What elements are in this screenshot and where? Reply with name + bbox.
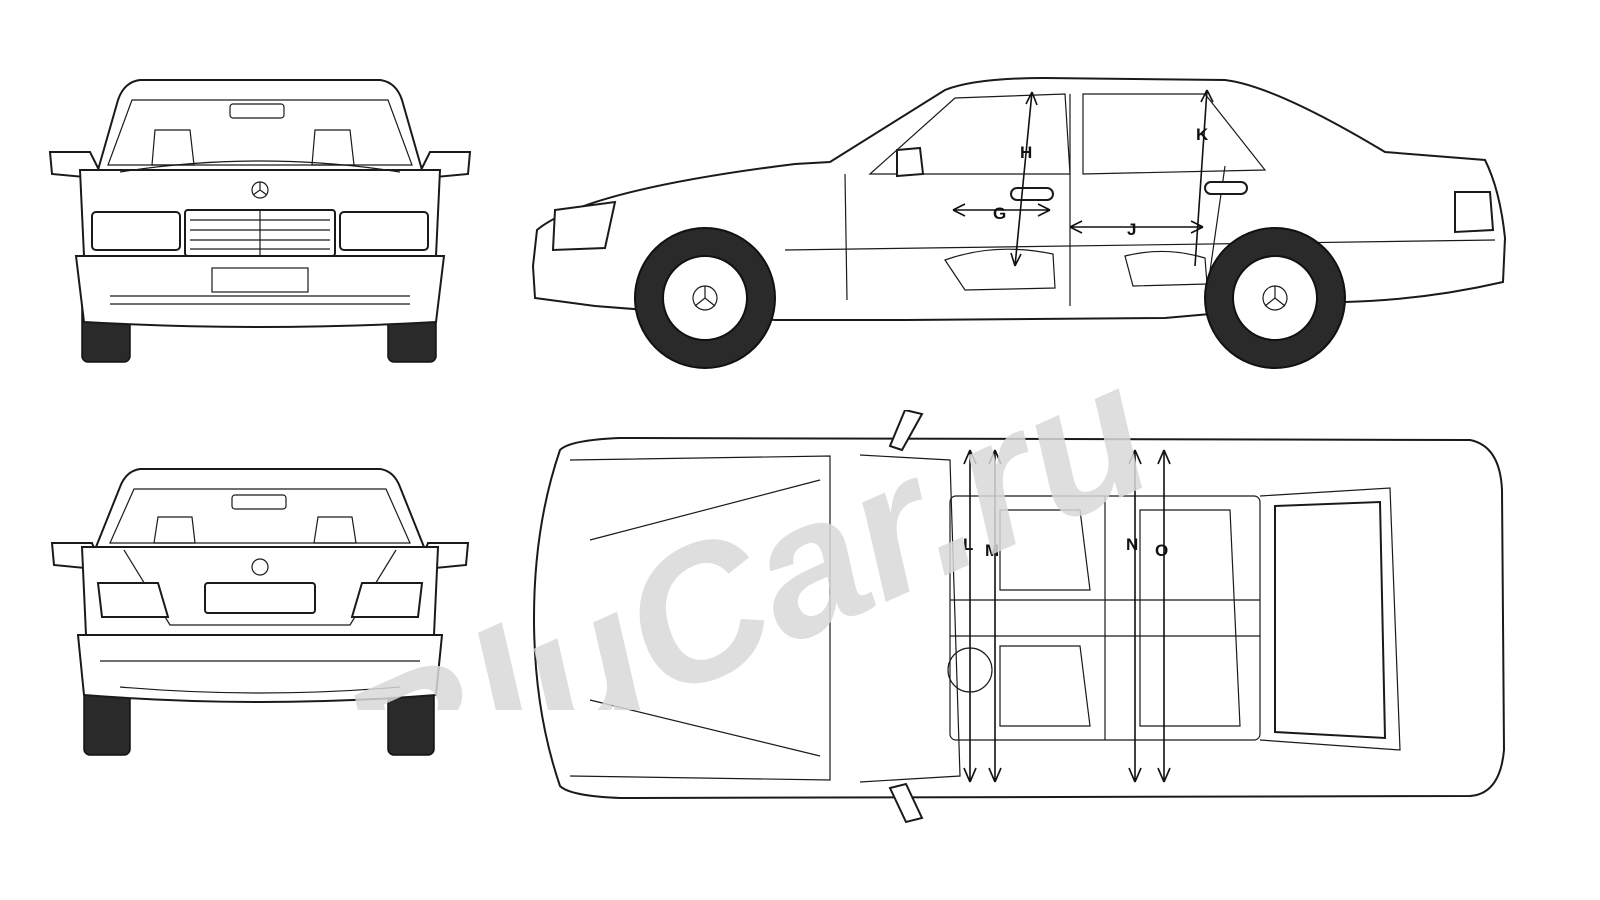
grille-bars xyxy=(190,210,330,256)
hood-creases xyxy=(589,479,821,757)
rear-view-mirror xyxy=(229,103,285,119)
rear-view xyxy=(40,455,480,765)
side-headlamp xyxy=(551,200,617,252)
dimension-label-k: K xyxy=(1196,125,1209,144)
dimension-g-arrow xyxy=(952,203,1051,217)
width-dimension-lines xyxy=(969,450,1165,782)
rear-bumper-lines xyxy=(100,660,420,694)
seat-grid xyxy=(950,496,1260,740)
front-hub-spokes xyxy=(694,286,716,307)
side-view: H G J K xyxy=(525,70,1525,370)
top-view: L M N O xyxy=(530,410,1530,830)
front-door-openings xyxy=(859,454,961,783)
hood-outline xyxy=(569,455,831,781)
side-tail-lamp xyxy=(1454,191,1495,234)
top-view-drawing: L M N O xyxy=(532,410,1506,824)
trunk-opening xyxy=(1259,487,1401,751)
open-front-door-right xyxy=(888,782,924,824)
front-door-window xyxy=(868,93,1071,175)
third-brake-light xyxy=(231,494,287,510)
front-seats xyxy=(999,509,1091,727)
dimension-label-l: L xyxy=(963,535,973,554)
width-arrow-heads-top xyxy=(963,449,1171,465)
open-front-door-left xyxy=(888,410,924,452)
dimension-label-g: G xyxy=(993,204,1006,223)
trunk-floor xyxy=(1274,500,1387,740)
windshield xyxy=(107,99,413,166)
width-arrow-heads-bottom xyxy=(963,767,1171,783)
rear-window xyxy=(109,488,411,544)
dimension-label-m: M xyxy=(985,541,999,560)
license-plate xyxy=(211,267,309,293)
front-view-drawing xyxy=(48,79,472,363)
top-body xyxy=(532,436,1506,800)
dimension-label-h: H xyxy=(1020,143,1032,162)
rear-seat-cushion xyxy=(1124,250,1208,287)
left-headlamp xyxy=(91,211,181,251)
dimension-k-arrow xyxy=(1194,89,1214,267)
dimension-label-n: N xyxy=(1126,535,1138,554)
rear-license-plate xyxy=(204,582,316,614)
front-door-handle xyxy=(1010,187,1054,201)
rear-bumper xyxy=(76,634,444,703)
hood-line xyxy=(119,160,401,173)
side-mirror xyxy=(896,146,925,178)
rear-view-drawing xyxy=(50,468,470,756)
front-seat-headrests xyxy=(151,129,355,166)
dimension-j-arrow xyxy=(1069,220,1204,234)
right-tail-lamp xyxy=(350,582,424,618)
rear-door-window xyxy=(1082,93,1267,175)
rear-bench xyxy=(1139,509,1241,727)
dimension-label-j: J xyxy=(1127,220,1136,239)
rear-star-emblem-icon xyxy=(251,558,269,576)
rear-hub-spokes xyxy=(1264,286,1286,307)
dimension-h-arrow xyxy=(1010,91,1038,267)
dimension-label-o: O xyxy=(1155,541,1168,560)
right-headlamp xyxy=(339,211,429,251)
front-view xyxy=(40,60,480,370)
left-tail-lamp xyxy=(96,582,170,618)
side-view-drawing: H G J K xyxy=(531,76,1507,369)
rear-headrests xyxy=(153,516,357,544)
side-molding xyxy=(784,239,1496,251)
star-emblem-spokes xyxy=(252,182,268,196)
rear-greenhouse xyxy=(94,468,426,548)
rear-door-handle xyxy=(1204,181,1248,195)
front-greenhouse xyxy=(96,79,424,171)
front-seat-cushion xyxy=(944,248,1056,291)
bumper-vents xyxy=(110,295,410,305)
